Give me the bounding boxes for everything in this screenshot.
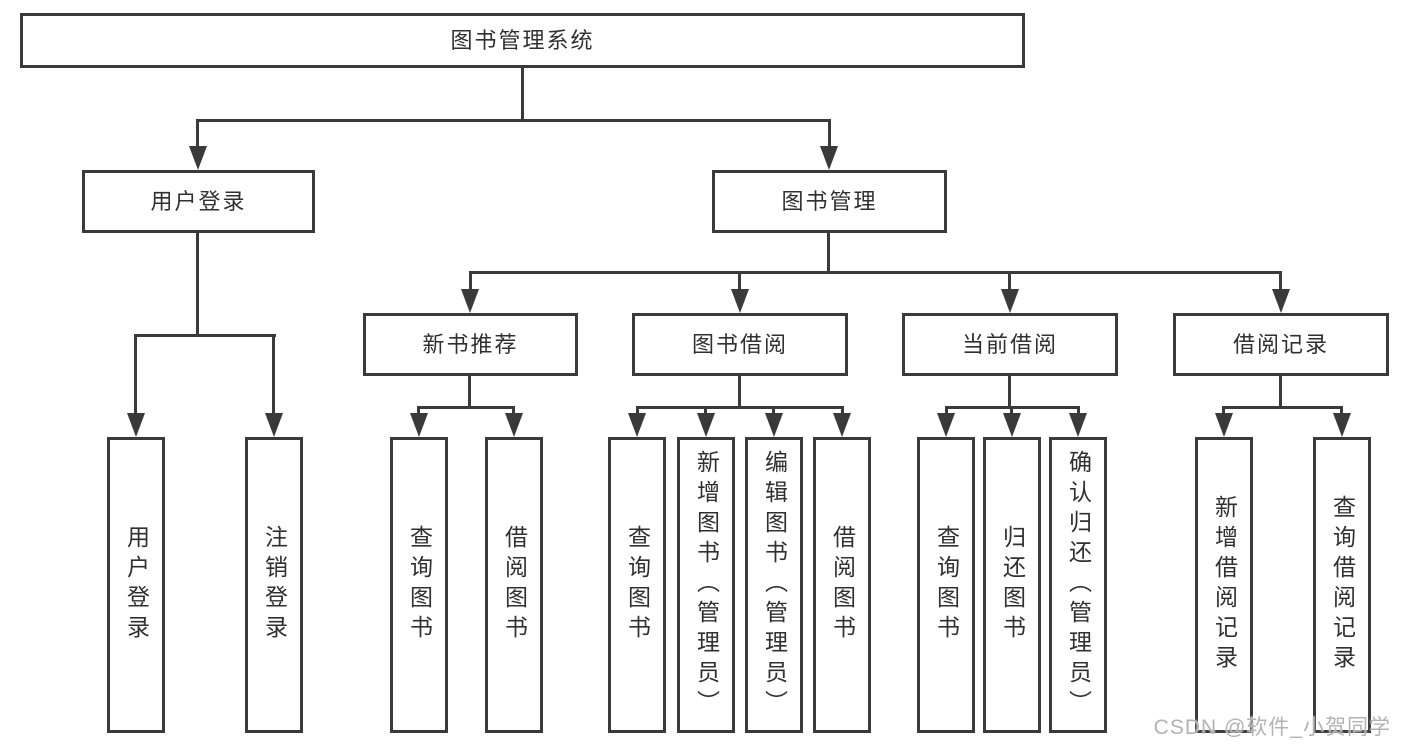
connector-line xyxy=(1222,406,1343,409)
connector-line xyxy=(704,406,707,419)
leaf-add-books-admin: 新增图书（管理员） xyxy=(677,437,735,733)
watermark: CSDN @软件_小贺同学 xyxy=(1153,716,1391,739)
leaf-add-books-admin-label: 新增图书（管理员） xyxy=(693,450,720,720)
connector-line xyxy=(841,406,844,419)
connector-line xyxy=(417,406,420,419)
connector-line xyxy=(1340,406,1343,419)
arrow-down-icon xyxy=(461,289,479,313)
connector-line xyxy=(1077,406,1080,419)
connector-line xyxy=(272,334,275,418)
leaf-add-borrow-record-label: 新增借阅记录 xyxy=(1211,495,1238,675)
arrow-down-icon xyxy=(1003,413,1021,437)
node-book-management-label: 图书管理 xyxy=(781,188,878,214)
leaf-edit-books-admin-label: 编辑图书（管理员） xyxy=(761,450,788,720)
connector-line xyxy=(134,334,137,418)
connector-line xyxy=(828,119,831,150)
arrow-down-icon xyxy=(820,146,838,170)
leaf-borrow-books: 借阅图书 xyxy=(813,437,871,733)
connector-line xyxy=(469,271,472,293)
arrow-down-icon xyxy=(1001,289,1019,313)
leaf-borrow-books-label: 借阅图书 xyxy=(829,525,856,645)
connector-line xyxy=(1010,406,1013,419)
leaf-query-books-recommend: 查询图书 xyxy=(390,437,448,733)
connector-line xyxy=(134,334,276,337)
connector-line xyxy=(1279,271,1282,293)
leaf-return-books-label: 归还图书 xyxy=(999,525,1026,645)
connector-line xyxy=(738,271,741,293)
connector-line xyxy=(469,271,1282,274)
arrow-down-icon xyxy=(731,289,749,313)
leaf-edit-books-admin: 编辑图书（管理员） xyxy=(745,437,803,733)
arrow-down-icon xyxy=(765,413,783,437)
node-current-borrow-label: 当前借阅 xyxy=(961,331,1058,357)
node-user-login: 用户登录 xyxy=(82,170,315,233)
connector-line xyxy=(512,406,515,419)
leaf-user-login: 用户登录 xyxy=(107,437,165,733)
leaf-query-borrow-record: 查询借阅记录 xyxy=(1313,437,1371,733)
arrow-down-icon xyxy=(1215,413,1233,437)
leaf-query-books-borrow: 查询图书 xyxy=(608,437,666,733)
leaf-borrow-books-recommend: 借阅图书 xyxy=(485,437,543,733)
connector-line xyxy=(417,406,515,409)
connector-line xyxy=(1222,406,1225,419)
connector-line xyxy=(196,233,199,337)
node-borrow-records-label: 借阅记录 xyxy=(1232,331,1329,357)
connector-line xyxy=(636,406,844,409)
leaf-borrow-books-recommend-label: 借阅图书 xyxy=(501,525,528,645)
connector-line xyxy=(1279,376,1282,409)
arrow-down-icon xyxy=(410,413,428,437)
arrow-down-icon xyxy=(505,413,523,437)
connector-line xyxy=(772,406,775,419)
connector-line xyxy=(1008,271,1011,293)
connector-line xyxy=(945,406,948,419)
node-root: 图书管理系统 xyxy=(20,13,1025,68)
leaf-query-books-current: 查询图书 xyxy=(917,437,975,733)
leaf-logout-label: 注销登录 xyxy=(261,525,288,645)
node-new-book-recommend-label: 新书推荐 xyxy=(422,331,519,357)
arrow-down-icon xyxy=(265,413,283,437)
node-book-borrow: 图书借阅 xyxy=(632,313,848,376)
leaf-query-borrow-record-label: 查询借阅记录 xyxy=(1329,495,1356,675)
arrow-down-icon xyxy=(833,413,851,437)
connector-line xyxy=(196,119,199,150)
leaf-add-borrow-record: 新增借阅记录 xyxy=(1195,437,1253,733)
arrow-down-icon xyxy=(189,146,207,170)
arrow-down-icon xyxy=(697,413,715,437)
connector-line xyxy=(521,68,524,122)
node-book-management: 图书管理 xyxy=(712,170,947,233)
leaf-return-books: 归还图书 xyxy=(983,437,1041,733)
connector-line xyxy=(738,376,741,409)
leaf-query-books-current-label: 查询图书 xyxy=(933,525,960,645)
leaf-confirm-return-admin-label: 确认归还（管理员） xyxy=(1065,450,1092,720)
node-book-borrow-label: 图书借阅 xyxy=(691,331,788,357)
node-root-label: 图书管理系统 xyxy=(450,27,595,53)
leaf-query-books-borrow-label: 查询图书 xyxy=(624,525,651,645)
leaf-query-books-recommend-label: 查询图书 xyxy=(406,525,433,645)
connector-line xyxy=(468,376,471,409)
node-borrow-records: 借阅记录 xyxy=(1173,313,1389,376)
connector-line xyxy=(827,233,830,274)
arrow-down-icon xyxy=(127,413,145,437)
arrow-down-icon xyxy=(1069,413,1087,437)
node-user-login-label: 用户登录 xyxy=(150,188,247,214)
leaf-logout: 注销登录 xyxy=(245,437,303,733)
arrow-down-icon xyxy=(937,413,955,437)
connector-line xyxy=(636,406,639,419)
leaf-user-login-label: 用户登录 xyxy=(123,525,150,645)
arrow-down-icon xyxy=(628,413,646,437)
connector-line xyxy=(197,119,831,122)
arrow-down-icon xyxy=(1272,289,1290,313)
connector-line xyxy=(1008,376,1011,409)
node-current-borrow: 当前借阅 xyxy=(902,313,1118,376)
node-new-book-recommend: 新书推荐 xyxy=(363,313,578,376)
leaf-confirm-return-admin: 确认归还（管理员） xyxy=(1049,437,1107,733)
arrow-down-icon xyxy=(1333,413,1351,437)
